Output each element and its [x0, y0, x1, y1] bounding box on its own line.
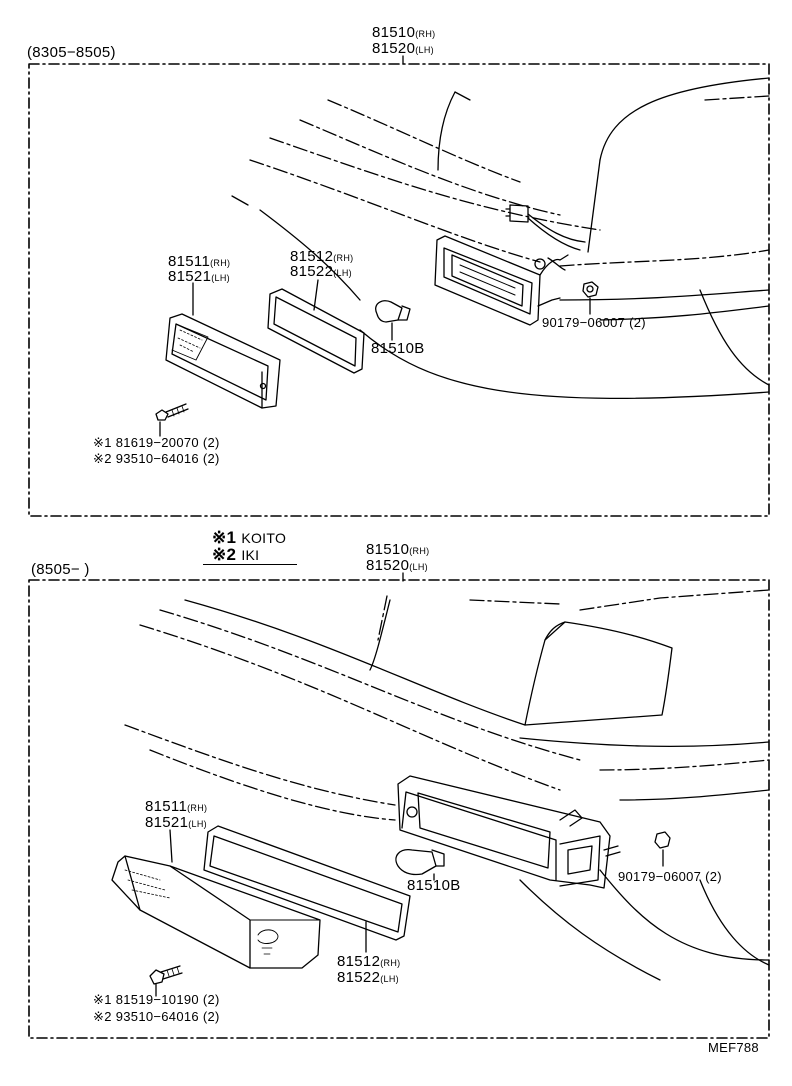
bottom-assembly-lh-label: 81520(LH) — [366, 557, 428, 574]
bottom-gasket-81512 — [203, 825, 411, 953]
legend-iki: ※2 IKI — [212, 545, 260, 564]
top-nut-90179 — [582, 281, 599, 315]
top-date-range: (8305−8505) — [27, 44, 116, 61]
bottom-lens-lh-label: 81521(LH) — [145, 814, 207, 831]
top-gasket-lh-label: 81522(LH) — [290, 263, 352, 280]
bottom-car-body — [124, 589, 770, 981]
legend-koito: ※1 KOITO — [212, 528, 287, 547]
top-gasket-81512 — [267, 279, 365, 374]
bottom-lens-rh-label: 81511(RH) — [145, 798, 208, 815]
bottom-nut-90179 — [654, 831, 671, 867]
top-assembly-lh-label: 81520(LH) — [372, 40, 434, 57]
bottom-bulb-label: 81510B — [407, 877, 461, 894]
bottom-panel-frame — [28, 579, 770, 1039]
top-lamp-housing — [434, 235, 569, 326]
top-bulb-81510b — [375, 300, 411, 341]
bottom-lens-81511 — [111, 829, 321, 969]
bottom-screw — [149, 965, 183, 997]
top-gasket-rh-label: 81512(RH) — [290, 248, 354, 265]
top-bulb-label: 81510B — [371, 340, 425, 357]
top-assembly-rh-label: 81510(RH) — [372, 24, 436, 41]
top-lens-rh-label: 81511(RH) — [168, 253, 231, 270]
top-car-body — [231, 77, 770, 400]
top-lens-lh-label: 81521(LH) — [168, 268, 230, 285]
legend-underline — [203, 564, 297, 565]
bottom-bulb-81510b — [395, 849, 445, 881]
bottom-assembly-rh-label: 81510(RH) — [366, 541, 430, 558]
top-lens-81511 — [165, 282, 281, 409]
bottom-date-range: (8505− ) — [31, 561, 90, 578]
top-nut-label: 90179−06007 (2) — [542, 315, 646, 330]
bottom-lamp-housing — [397, 775, 621, 889]
figure-code: MEF788 — [708, 1040, 759, 1055]
bottom-nut-label: 90179−06007 (2) — [618, 869, 722, 884]
top-socket-harness — [505, 204, 586, 271]
bottom-gasket-lh-label: 81522(LH) — [337, 969, 399, 986]
top-screw — [155, 403, 189, 437]
bottom-gasket-rh-label: 81512(RH) — [337, 953, 401, 970]
